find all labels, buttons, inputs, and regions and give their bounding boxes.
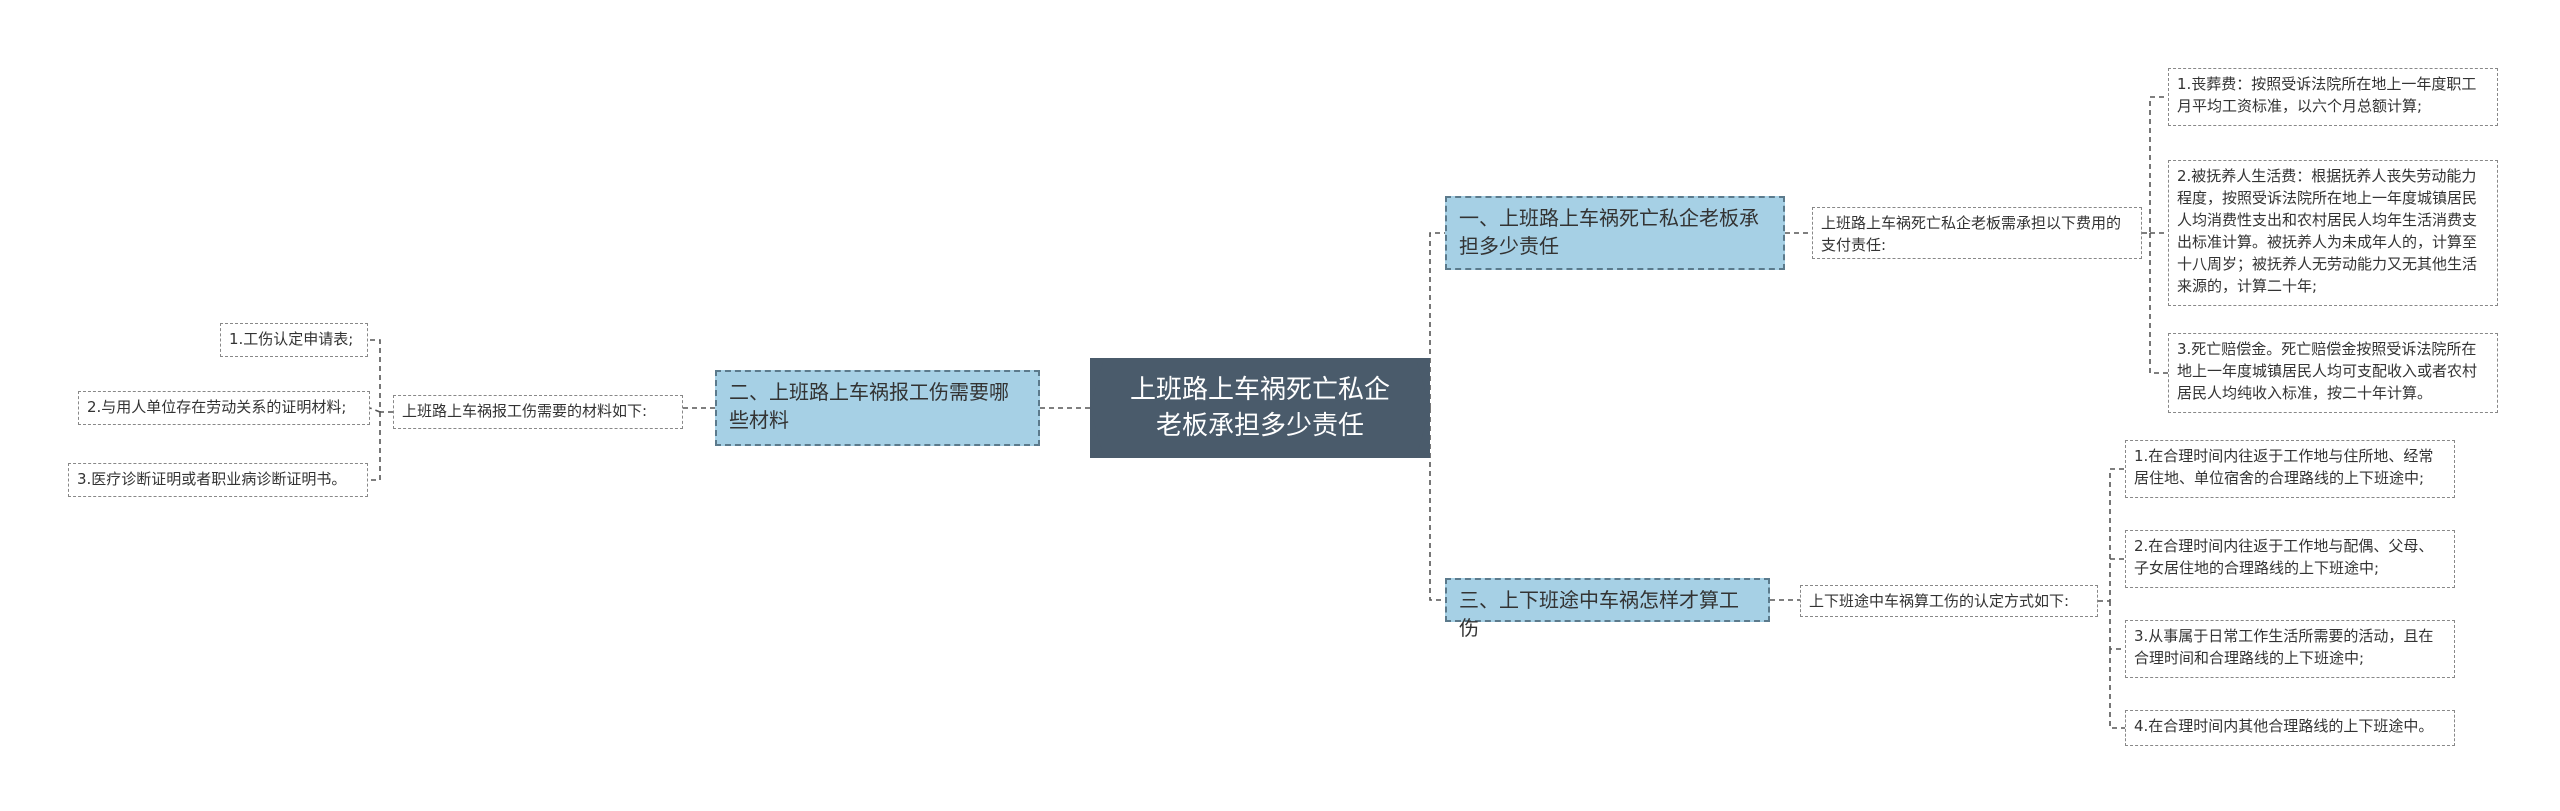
subtopic-branch-1[interactable]: 上班路上车祸死亡私企老板需承担以下费用的支付责任: bbox=[1812, 207, 2142, 259]
detail-item-3-3[interactable]: 3.从事属于日常工作生活所需要的活动，且在合理时间和合理路线的上下班途中; bbox=[2125, 620, 2455, 678]
root-hexagon-shape bbox=[1090, 358, 1430, 458]
subtopic-branch-2[interactable]: 上班路上车祸报工伤需要的材料如下: bbox=[393, 395, 683, 429]
branch-3-title: 三、上下班途中车祸怎样才算工伤 bbox=[1459, 588, 1739, 640]
detail-item-3-1[interactable]: 1.在合理时间内往返于工作地与住所地、经常居住地、单位宿舍的合理路线的上下班途中… bbox=[2125, 440, 2455, 498]
detail-item-2-3[interactable]: 3.医疗诊断证明或者职业病诊断证明书。 bbox=[68, 463, 368, 497]
subtopic-2-text: 上班路上车祸报工伤需要的材料如下: bbox=[402, 402, 648, 420]
root-title: 上班路上车祸死亡私企老板承担多少责任 bbox=[1129, 375, 1390, 441]
detail-text: 3.死亡赔偿金。死亡赔偿金按照受诉法院所在地上一年度城镇居民人均可支配收入或者农… bbox=[2177, 340, 2478, 402]
detail-item-3-4[interactable]: 4.在合理时间内其他合理路线的上下班途中。 bbox=[2125, 710, 2455, 746]
branch-topic-3[interactable]: 三、上下班途中车祸怎样才算工伤 bbox=[1445, 578, 1770, 640]
detail-text: 3.从事属于日常工作生活所需要的活动，且在合理时间和合理路线的上下班途中; bbox=[2134, 627, 2434, 667]
detail-item-1-3[interactable]: 3.死亡赔偿金。死亡赔偿金按照受诉法院所在地上一年度城镇居民人均可支配收入或者农… bbox=[2168, 333, 2498, 413]
detail-text: 2.被抚养人生活费：根据抚养人丧失劳动能力程度，按照受诉法院所在地上一年度城镇居… bbox=[2177, 167, 2478, 295]
detail-text: 1.在合理时间内往返于工作地与住所地、经常居住地、单位宿舍的合理路线的上下班途中… bbox=[2134, 447, 2434, 487]
detail-text: 1.工伤认定申请表; bbox=[229, 330, 354, 348]
link-mid1-details bbox=[2142, 96, 2168, 374]
root-topic[interactable]: 上班路上车祸死亡私企老板承担多少责任 bbox=[1090, 358, 1430, 458]
detail-text: 3.医疗诊断证明或者职业病诊断证明书。 bbox=[77, 470, 347, 488]
detail-text: 4.在合理时间内其他合理路线的上下班途中。 bbox=[2134, 717, 2434, 735]
detail-item-2-1[interactable]: 1.工伤认定申请表; bbox=[220, 323, 368, 357]
branch-1-title: 一、上班路上车祸死亡私企老板承担多少责任 bbox=[1459, 206, 1759, 258]
detail-text: 1.丧葬费：按照受诉法院所在地上一年度职工月平均工资标准，以六个月总额计算; bbox=[2177, 75, 2477, 115]
detail-item-2-2[interactable]: 2.与用人单位存在劳动关系的证明材料; bbox=[78, 391, 370, 425]
detail-item-1-2[interactable]: 2.被抚养人生活费：根据抚养人丧失劳动能力程度，按照受诉法院所在地上一年度城镇居… bbox=[2168, 160, 2498, 306]
branch-topic-1[interactable]: 一、上班路上车祸死亡私企老板承担多少责任 bbox=[1445, 196, 1785, 270]
link-mid3-details bbox=[2098, 468, 2125, 729]
detail-text: 2.在合理时间内往返于工作地与配偶、父母、子女居住地的合理路线的上下班途中; bbox=[2134, 537, 2434, 577]
branch-topic-2[interactable]: 二、上班路上车祸报工伤需要哪些材料 bbox=[715, 370, 1040, 446]
link-root-branch1 bbox=[1429, 232, 1445, 408]
subtopic-branch-3[interactable]: 上下班途中车祸算工伤的认定方式如下: bbox=[1800, 585, 2098, 617]
detail-text: 2.与用人单位存在劳动关系的证明材料; bbox=[87, 398, 347, 416]
subtopic-1-text: 上班路上车祸死亡私企老板需承担以下费用的支付责任: bbox=[1821, 214, 2122, 254]
link-root-branch3 bbox=[1429, 408, 1445, 601]
branch-2-title: 二、上班路上车祸报工伤需要哪些材料 bbox=[729, 380, 1009, 432]
subtopic-3-text: 上下班途中车祸算工伤的认定方式如下: bbox=[1809, 592, 2070, 610]
detail-item-3-2[interactable]: 2.在合理时间内往返于工作地与配偶、父母、子女居住地的合理路线的上下班途中; bbox=[2125, 530, 2455, 588]
link-mid2-details bbox=[368, 339, 393, 481]
detail-item-1-1[interactable]: 1.丧葬费：按照受诉法院所在地上一年度职工月平均工资标准，以六个月总额计算; bbox=[2168, 68, 2498, 126]
